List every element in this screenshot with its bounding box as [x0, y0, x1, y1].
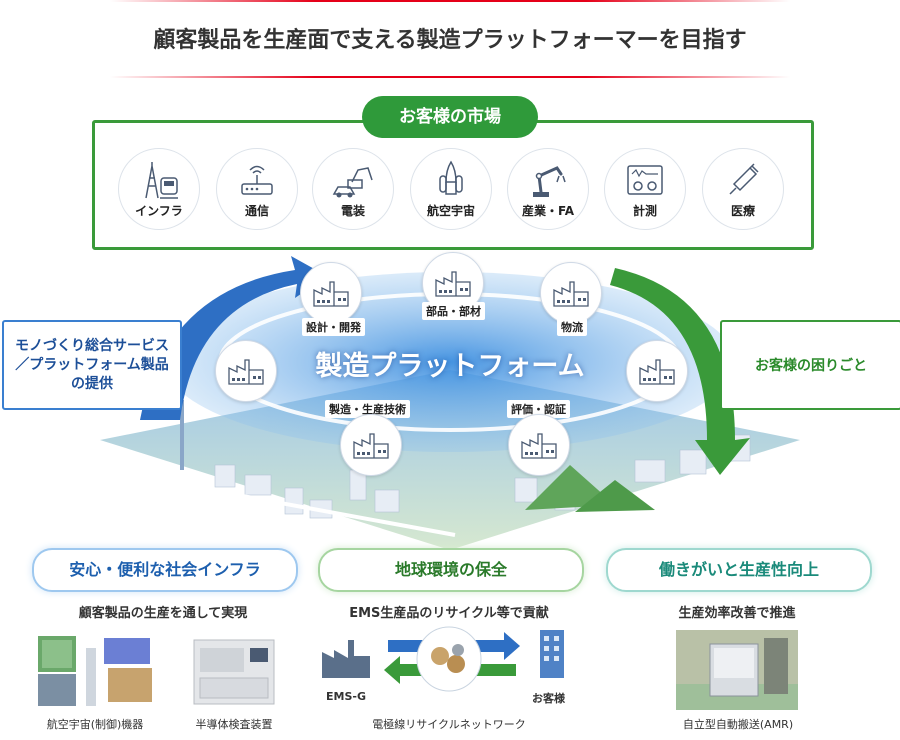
title-divider	[110, 76, 790, 78]
service-line: の提供	[71, 375, 113, 392]
recycle-network-diagram	[322, 626, 564, 692]
node-label: 物流	[557, 318, 587, 336]
market-item-telecom: 通信	[216, 148, 298, 230]
caption-semiconductor: 半導体検査装置	[195, 718, 273, 731]
caption-aerospace: 航空宇宙(制御)機器	[46, 718, 144, 731]
factory-icon	[228, 359, 264, 385]
rocket-icon	[439, 160, 463, 195]
productivity-pill: 働きがいと生産性向上	[606, 548, 872, 592]
market-item-measurement: 計測	[604, 148, 686, 230]
customer-needs-box: お客様の困りごと	[720, 320, 900, 410]
factory-icon	[639, 359, 675, 385]
market-item-label: 電装	[340, 204, 365, 218]
node-label: 製造・生産技術	[325, 400, 410, 418]
amr-photo	[676, 630, 798, 710]
market-item-aerospace: 航空宇宙	[410, 148, 492, 230]
factory-icon	[553, 281, 589, 307]
service-box: モノづくり総合サービス ／プラットフォーム製品 の提供	[2, 320, 182, 410]
platform-title: 製造プラットフォーム	[315, 351, 585, 382]
market-item-label: 航空宇宙	[426, 204, 475, 218]
market-item-label: 通信	[244, 204, 269, 218]
node-label: 設計・開発	[302, 318, 365, 336]
arrow-right-icon	[504, 632, 520, 660]
meter-icon	[627, 165, 663, 195]
col2-subtitle: EMS生産品のリサイクル等で貢献	[349, 606, 549, 621]
customer-label: お客様	[532, 692, 565, 705]
col3-subtitle: 生産効率改善で推進	[678, 606, 796, 621]
node-evaluation	[508, 414, 570, 476]
market-item-industry-fa: 産業・FA	[507, 148, 589, 230]
tower-train-icon	[145, 162, 178, 199]
robot-arm-icon	[533, 166, 566, 197]
service-line: モノづくり総合サービス	[15, 337, 169, 354]
top-divider	[110, 0, 790, 2]
market-item-label: 計測	[632, 204, 657, 218]
market-item-label: 医療	[730, 204, 755, 218]
router-icon	[241, 165, 273, 195]
factory-icon	[521, 433, 557, 459]
node-logistics	[540, 262, 602, 324]
node-design	[300, 262, 362, 324]
semiconductor-inspection-photo	[193, 639, 275, 705]
market-item-label: インフラ	[135, 204, 183, 218]
service-line: ／プラットフォーム製品	[15, 356, 169, 373]
ems-factory-icon	[322, 640, 370, 678]
node-right	[626, 340, 688, 402]
market-item-label: 産業・FA	[521, 204, 575, 218]
node-manufacturing	[340, 414, 402, 476]
market-item-infra: インフラ	[118, 148, 200, 230]
caption-amr: 自立型自動搬送(AMR)	[682, 718, 794, 731]
customer-needs-label: お客様の困りごと	[755, 358, 867, 374]
node-label: 評価・認証	[507, 400, 570, 418]
arrow-left-icon	[384, 656, 400, 684]
ems-label: EMS-G	[326, 690, 366, 703]
caption-recycle: 電極線リサイクルネットワーク	[372, 718, 526, 731]
market-title: お客様の市場	[362, 96, 538, 138]
syringe-icon	[729, 163, 759, 195]
market-item-medical: 医療	[702, 148, 784, 230]
wire-coil-icon	[431, 644, 465, 673]
social-infra-pill: 安心・便利な社会インフラ	[32, 548, 298, 592]
needs-arrow	[610, 268, 750, 475]
market-item-electrical: 電装	[312, 148, 394, 230]
page-title: 顧客製品を生産面で支える製造プラットフォーマーを目指す	[153, 28, 747, 53]
factory-icon	[313, 281, 349, 307]
aerospace-device-photo	[38, 636, 152, 706]
excavator-car-icon	[332, 167, 373, 198]
node-label: 部品・部材	[422, 302, 485, 320]
platform-scene	[100, 256, 800, 550]
node-left	[215, 340, 277, 402]
provide-arrow	[140, 256, 327, 420]
col1-subtitle: 顧客製品の生産を通して実現	[78, 606, 248, 621]
environment-pill: 地球環境の保全	[318, 548, 584, 592]
customer-building-icon	[540, 630, 564, 678]
platform-disc	[165, 272, 735, 452]
factory-icon	[353, 433, 389, 459]
factory-icon	[435, 271, 471, 297]
